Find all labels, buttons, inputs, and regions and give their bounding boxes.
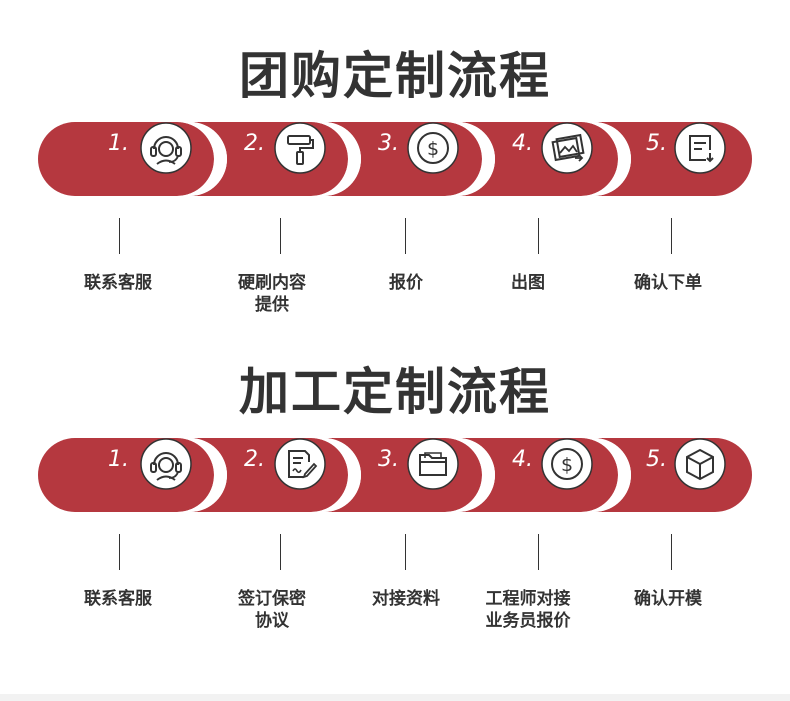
connector-line	[671, 534, 672, 570]
connector-line	[671, 218, 672, 254]
dollar-coin-icon: $	[541, 438, 593, 490]
step-caption: 硬刷内容 提供	[238, 273, 306, 315]
connector-line	[538, 534, 539, 570]
step-caption: 对接资料	[372, 589, 440, 609]
connector-line	[280, 218, 281, 254]
paint-roller-icon	[274, 122, 326, 174]
step-number: 2.	[244, 131, 265, 156]
connector-line	[119, 218, 120, 254]
headset-icon	[140, 438, 192, 490]
connector-line	[405, 218, 406, 254]
box-cube-icon	[674, 438, 726, 490]
step-number: 4.	[512, 447, 533, 472]
svg-text:$: $	[427, 138, 439, 160]
step-caption: 联系客服	[84, 589, 152, 609]
step-caption: 工程师对接 业务员报价	[485, 589, 571, 631]
dollar-coin-icon: $	[407, 122, 459, 174]
headset-icon	[140, 122, 192, 174]
step-caption: 报价	[389, 273, 423, 293]
step-number: 4.	[512, 131, 533, 156]
process-band: 1. 2. 3. 4. 5. $	[38, 122, 752, 196]
connector-line	[119, 534, 120, 570]
step-caption: 确认开模	[634, 589, 702, 609]
section-title: 加工定制流程	[239, 363, 551, 421]
connector-line	[538, 218, 539, 254]
step-caption: 出图	[511, 273, 545, 293]
svg-text:$: $	[561, 454, 573, 476]
step-caption: 签订保密 协议	[238, 589, 306, 631]
step-number: 3.	[378, 131, 399, 156]
step-caption: 联系客服	[84, 273, 152, 293]
step-number: 1.	[108, 447, 129, 472]
process-band: 1. 2. 3. 4. 5.	[38, 438, 752, 512]
document-sign-icon	[274, 438, 326, 490]
step-number: 5.	[646, 131, 667, 156]
step-number: 5.	[646, 447, 667, 472]
step-number: 1.	[108, 131, 129, 156]
section-title: 团购定制流程	[239, 47, 551, 105]
image-gallery-icon	[541, 122, 593, 174]
document-download-icon	[674, 122, 726, 174]
folder-icon	[407, 438, 459, 490]
step-number: 3.	[378, 447, 399, 472]
footer-strip	[0, 694, 790, 701]
connector-line	[405, 534, 406, 570]
step-caption: 确认下单	[634, 273, 702, 293]
connector-line	[280, 534, 281, 570]
step-number: 2.	[244, 447, 265, 472]
